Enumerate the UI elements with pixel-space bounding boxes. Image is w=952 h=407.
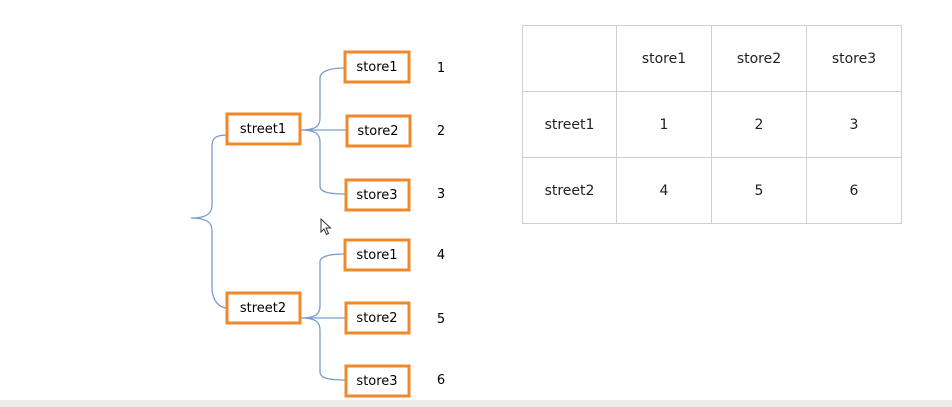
street1-store3-node: store3: [344, 178, 411, 212]
street1-node: street1: [225, 112, 302, 146]
store-number-4: 4: [437, 248, 445, 263]
street2-node: street2: [225, 291, 302, 325]
table-header-store3: store3: [806, 25, 902, 92]
street2-store3-label: store3: [356, 374, 397, 389]
street2-label: street2: [240, 301, 286, 316]
bottom-strip: [0, 400, 952, 407]
table-cell: 3: [806, 91, 902, 158]
store-number-2: 2: [437, 124, 445, 139]
table-row-label: street1: [522, 91, 617, 158]
table-corner-cell: [522, 25, 617, 92]
table-header-row: store1 store2 store3: [522, 25, 902, 92]
store-number-5: 5: [437, 312, 445, 327]
street1-store1-label: store1: [356, 60, 397, 75]
street2-brace: [299, 253, 347, 381]
street2-store2-label: store2: [356, 311, 397, 326]
street1-label: street1: [240, 122, 286, 137]
table-header-store1: store1: [616, 25, 712, 92]
table-cell: 6: [806, 157, 902, 224]
street-store-table: store1 store2 store3 street1 1 2 3 stree…: [522, 25, 902, 224]
street1-store2-node: store2: [345, 114, 412, 148]
table-cell: 5: [711, 157, 807, 224]
table-row-label: street2: [522, 157, 617, 224]
street1-brace: [299, 67, 347, 195]
street1-store1-node: store1: [343, 50, 411, 84]
table-cell: 4: [616, 157, 712, 224]
mouse-cursor-icon: [320, 218, 332, 236]
street2-store3-node: store3: [344, 364, 411, 398]
store-number-1: 1: [437, 61, 445, 76]
table-row: street2 4 5 6: [522, 157, 902, 224]
table-header-store2: store2: [711, 25, 807, 92]
street1-store3-label: store3: [356, 188, 397, 203]
table-cell: 1: [616, 91, 712, 158]
street2-store2-node: store2: [344, 301, 411, 335]
street1-store2-label: store2: [357, 124, 398, 139]
street2-store1-node: store1: [343, 238, 411, 272]
store-number-6: 6: [437, 373, 445, 388]
table-cell: 2: [711, 91, 807, 158]
street2-store1-label: store1: [356, 248, 397, 263]
root-brace: [190, 134, 229, 309]
table-row: street1 1 2 3: [522, 91, 902, 158]
store-number-3: 3: [437, 187, 445, 202]
